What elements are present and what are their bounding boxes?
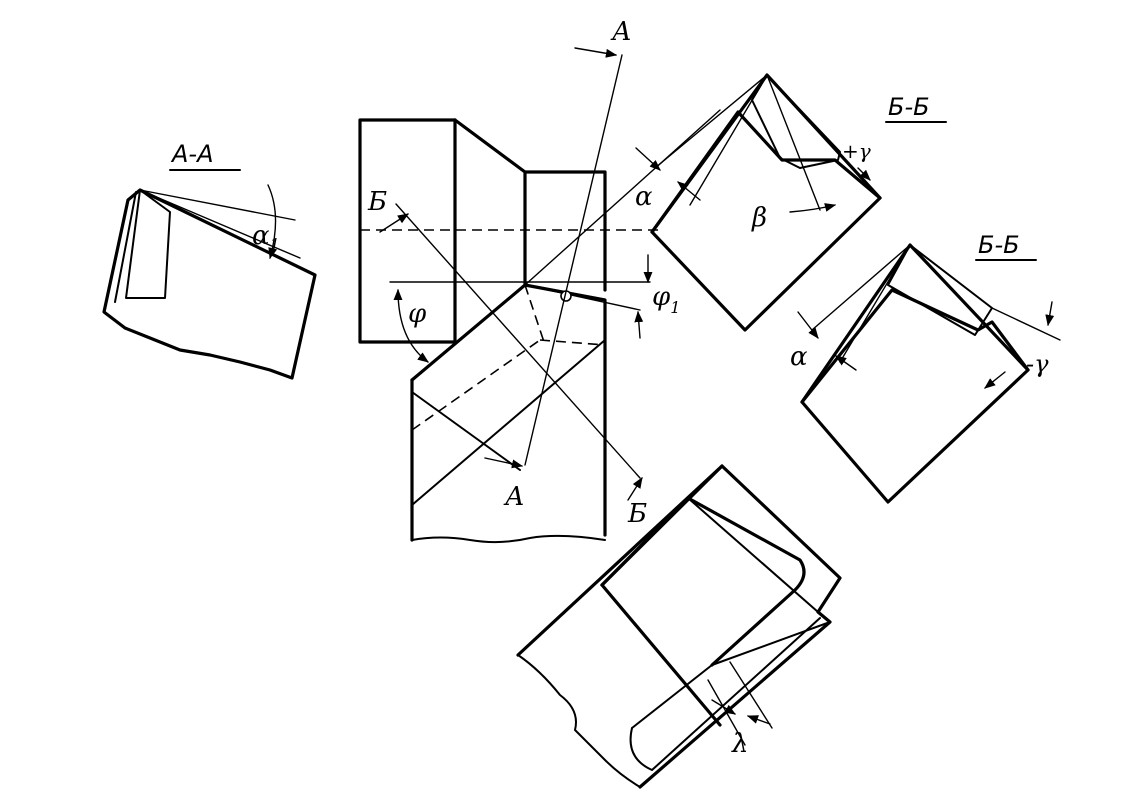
section-bb-top: [635, 73, 882, 332]
section-bb-top-insert: [751, 74, 841, 169]
alpha-right-label: α: [790, 342, 808, 372]
beta-label: β: [751, 203, 767, 233]
minus-gamma-label: -γ: [1026, 350, 1049, 378]
section-bb-top-title: Б-Б: [888, 93, 930, 121]
phi-label: φ: [408, 299, 427, 329]
a-bottom-label: А: [503, 482, 525, 512]
b-left-label: Б: [367, 187, 387, 217]
lambda-view: [516, 464, 842, 789]
a-top-label: А: [610, 17, 632, 47]
section-bb-right: [797, 243, 1061, 504]
tool-plan-view: [358, 47, 721, 544]
section-aa-insert: [125, 189, 171, 299]
section-aa-title: А-А: [170, 140, 214, 168]
plus-gamma-label: +γ: [842, 139, 871, 163]
lambda-label: λ: [731, 729, 748, 759]
b-bottom-label: Б: [627, 499, 647, 529]
section-bb-right-title: Б-Б: [978, 231, 1020, 259]
section-bb-right-hatched-body: [800, 288, 1030, 504]
phi1-label: φ1: [652, 282, 680, 317]
section-aa-hatched-body: [102, 188, 317, 380]
alpha-top-label: α: [635, 182, 653, 212]
section-aa: [102, 184, 317, 380]
alpha1-label: α1: [252, 221, 280, 254]
section-bb-right-insert: [887, 244, 993, 336]
